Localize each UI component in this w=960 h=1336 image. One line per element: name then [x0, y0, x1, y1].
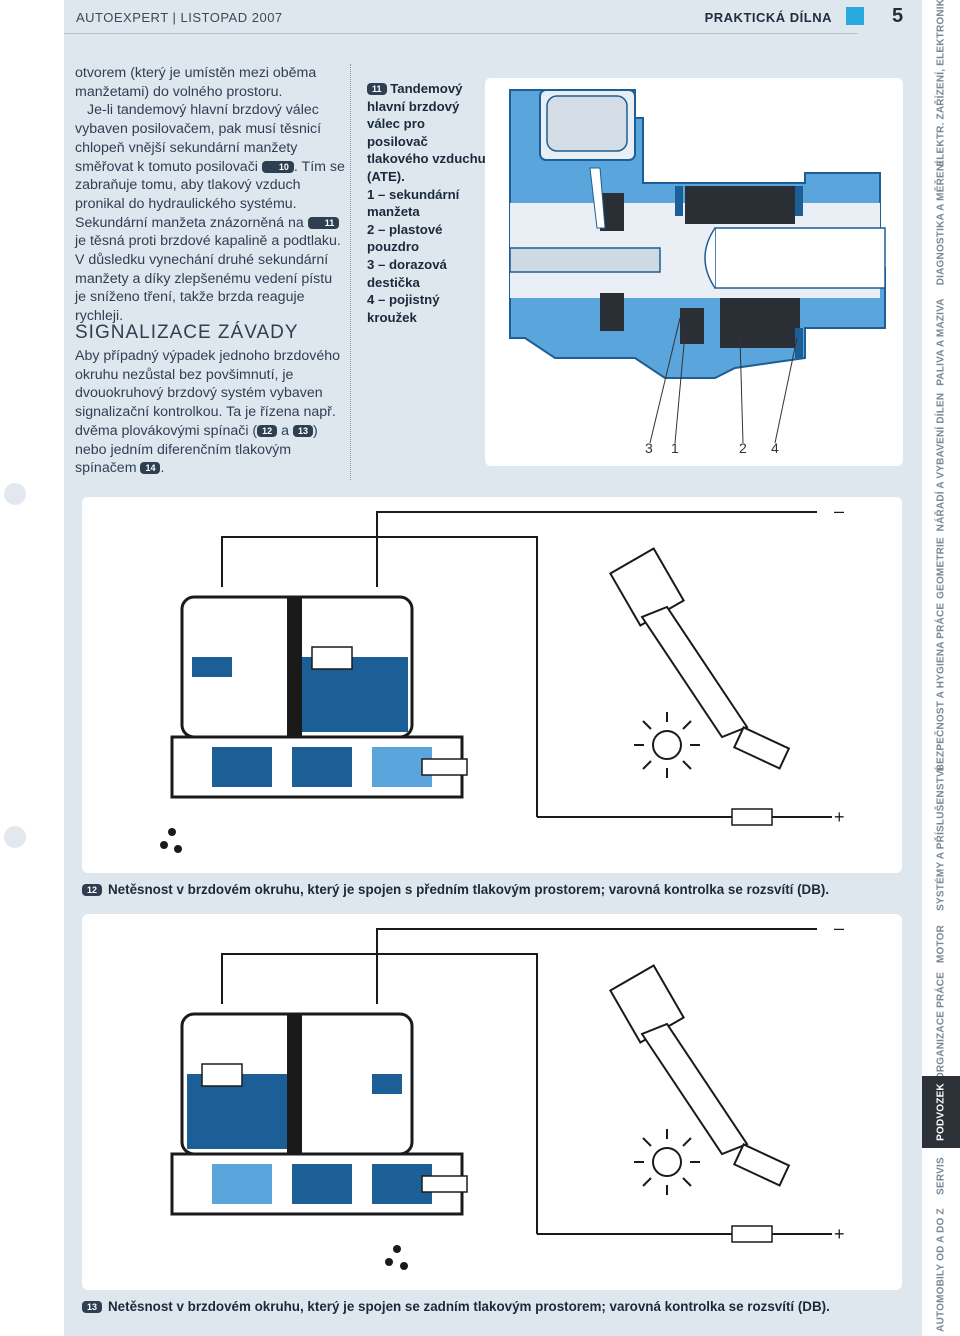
section-sidebar: ELEKTR. ZAŘÍZENÍ, ELEKTRONIKA DIAGNOSTIK… — [922, 0, 960, 1336]
sidebar-item-elektr-zarizeni[interactable]: ELEKTR. ZAŘÍZENÍ, ELEKTRONIKA — [922, 0, 960, 167]
figure-12-caption: 12 Netěsnost v brzdovém okruhu, který je … — [82, 882, 829, 897]
article-column: otvorem (který je umístěn mezi oběma man… — [75, 64, 345, 326]
section-color-square — [846, 7, 864, 25]
fig11-label-4: 4 — [771, 440, 779, 456]
sidebar-item-paliva[interactable]: PALIVA A MAZIVA — [922, 288, 960, 396]
paragraph-2-text-c: je těsná proti brzdové kapalině a podtla… — [75, 233, 341, 325]
sidebar-item-automobily[interactable]: AUTOMOBILY OD A DO Z — [922, 1204, 960, 1336]
sidebar-item-label: SERVIS — [935, 1157, 947, 1195]
sidebar-item-bezpecnost[interactable]: BEZPEČNOST A HYGIENA PRÁCE — [922, 603, 960, 772]
paragraph-2: Je-li tandemový hlavní brzdový válec vyb… — [75, 101, 345, 325]
figure-badge: 13 — [82, 1301, 103, 1313]
sidebar-item-label: ORGANIZACE PRÁCE — [935, 971, 947, 1081]
figure-12-circuit-diagram: – + — [82, 497, 902, 873]
figure-11-item: 3 – dorazová destička — [367, 256, 447, 290]
figure-11-item: 1 – sekundární manžeta — [367, 186, 460, 220]
header-divider — [64, 33, 858, 34]
section-name: PRAKTICKÁ DÍLNA — [704, 10, 832, 25]
figure-11-cylinder-diagram: 3 1 2 4 — [485, 78, 903, 466]
figure-ref-badge[interactable]: 10 — [261, 160, 294, 173]
figure-11-item: 4 – pojistný kroužek — [367, 292, 440, 325]
plus-terminal: + — [834, 807, 845, 827]
figure-ref-badge[interactable]: 11 — [307, 216, 340, 229]
margin-dot — [4, 483, 26, 505]
sidebar-item-label: NÁŘADÍ A VYBAVENÍ DÍLEN — [935, 392, 947, 532]
paragraph-1-text: otvorem (který je umístěn mezi oběma man… — [75, 65, 317, 100]
article-column-2: Aby případný výpadek jednoho brzdového o… — [75, 347, 345, 478]
sidebar-item-label: PODVOZEK — [935, 1083, 947, 1141]
figure-badge: 11 — [367, 83, 387, 95]
sidebar-item-label: PALIVA A MAZIVA — [935, 298, 947, 386]
figure-11-caption: 11 Tandemový hlavní brzdový válec pro po… — [367, 80, 487, 326]
paragraph-3-text-b: a — [281, 422, 290, 439]
figure-13-caption-text: Netěsnost v brzdovém okruhu, který je sp… — [108, 1299, 830, 1314]
figure-badge: 12 — [82, 884, 103, 896]
figure-11-item: 2 – plastové pouzdro — [367, 221, 443, 255]
figure-12-caption-text: Netěsnost v brzdovém okruhu, který je sp… — [108, 882, 830, 897]
paragraph-3: Aby případný výpadek jednoho brzdového o… — [75, 347, 345, 478]
plus-terminal: + — [834, 1224, 845, 1244]
paragraph-3-text-d: . — [160, 460, 165, 477]
sidebar-item-diagnostika[interactable]: DIAGNOSTIKA A MĚŘENÍ — [922, 158, 960, 288]
paragraph-2-text-a: Je-li tandemový hlavní brzdový válec vyb… — [75, 102, 322, 175]
page-header: AUTOEXPERT | LISTOPAD 2007 PRAKTICKÁ DÍL… — [64, 0, 922, 34]
column-divider — [350, 64, 351, 480]
fig11-label-3: 3 — [645, 440, 653, 456]
sidebar-item-label: ELEKTR. ZAŘÍZENÍ, ELEKTRONIKA — [935, 0, 947, 167]
minus-terminal: – — [834, 501, 844, 521]
figure-11-title: Tandemový hlavní brzdový válec pro posil… — [367, 81, 486, 184]
sidebar-item-label: SYSTÉMY A PŘÍSLUŠENSTVÍ — [935, 767, 947, 911]
paragraph-1: otvorem (který je umístěn mezi oběma man… — [75, 64, 345, 101]
sidebar-item-servis[interactable]: SERVIS — [922, 1148, 960, 1204]
minus-terminal: – — [834, 918, 844, 938]
figure-ref-badge[interactable]: 13 — [292, 424, 313, 437]
paragraph-3-text-c: ) nebo jedním diferenčním tlakovým spína… — [75, 422, 318, 477]
figure-13-circuit-diagram: – + — [82, 914, 902, 1290]
sidebar-item-label: BEZPEČNOST A HYGIENA PRÁCE — [935, 602, 947, 772]
sidebar-item-naradi[interactable]: NÁŘADÍ A VYBAVENÍ DÍLEN — [922, 393, 960, 532]
sidebar-item-label: DIAGNOSTIKA A MĚŘENÍ — [935, 160, 947, 286]
sidebar-item-podvozek[interactable]: PODVOZEK — [922, 1076, 960, 1148]
sidebar-item-geometrie[interactable]: GEOMETRIE — [922, 528, 960, 608]
sidebar-item-label: AUTOMOBILY OD A DO Z — [935, 1208, 947, 1332]
sidebar-item-systemy[interactable]: SYSTÉMY A PŘÍSLUŠENSTVÍ — [922, 766, 960, 912]
fig11-label-2: 2 — [739, 440, 747, 456]
paragraph-3-text-a: Aby případný výpadek jednoho brzdového o… — [75, 348, 341, 439]
sidebar-item-motor[interactable]: MOTOR — [922, 912, 960, 976]
figure-ref-badge[interactable]: 14 — [140, 462, 161, 475]
sidebar-item-organizace[interactable]: ORGANIZACE PRÁCE — [922, 972, 960, 1080]
section-heading: SIGNALIZACE ZÁVADY — [75, 322, 299, 343]
figure-ref-badge[interactable]: 12 — [257, 424, 278, 437]
page-number: 5 — [892, 5, 904, 27]
margin-dot — [4, 826, 26, 848]
sidebar-item-label: MOTOR — [935, 924, 947, 964]
fig11-label-1: 1 — [671, 440, 679, 456]
paragraph-2-text-b: . Tím se zabraňuje tomu, aby tlakový vzd… — [75, 158, 345, 231]
magazine-issue: AUTOEXPERT | LISTOPAD 2007 — [76, 10, 283, 25]
figure-13-caption: 13 Netěsnost v brzdovém okruhu, který je … — [82, 1299, 830, 1314]
sidebar-item-label: GEOMETRIE — [935, 537, 947, 599]
